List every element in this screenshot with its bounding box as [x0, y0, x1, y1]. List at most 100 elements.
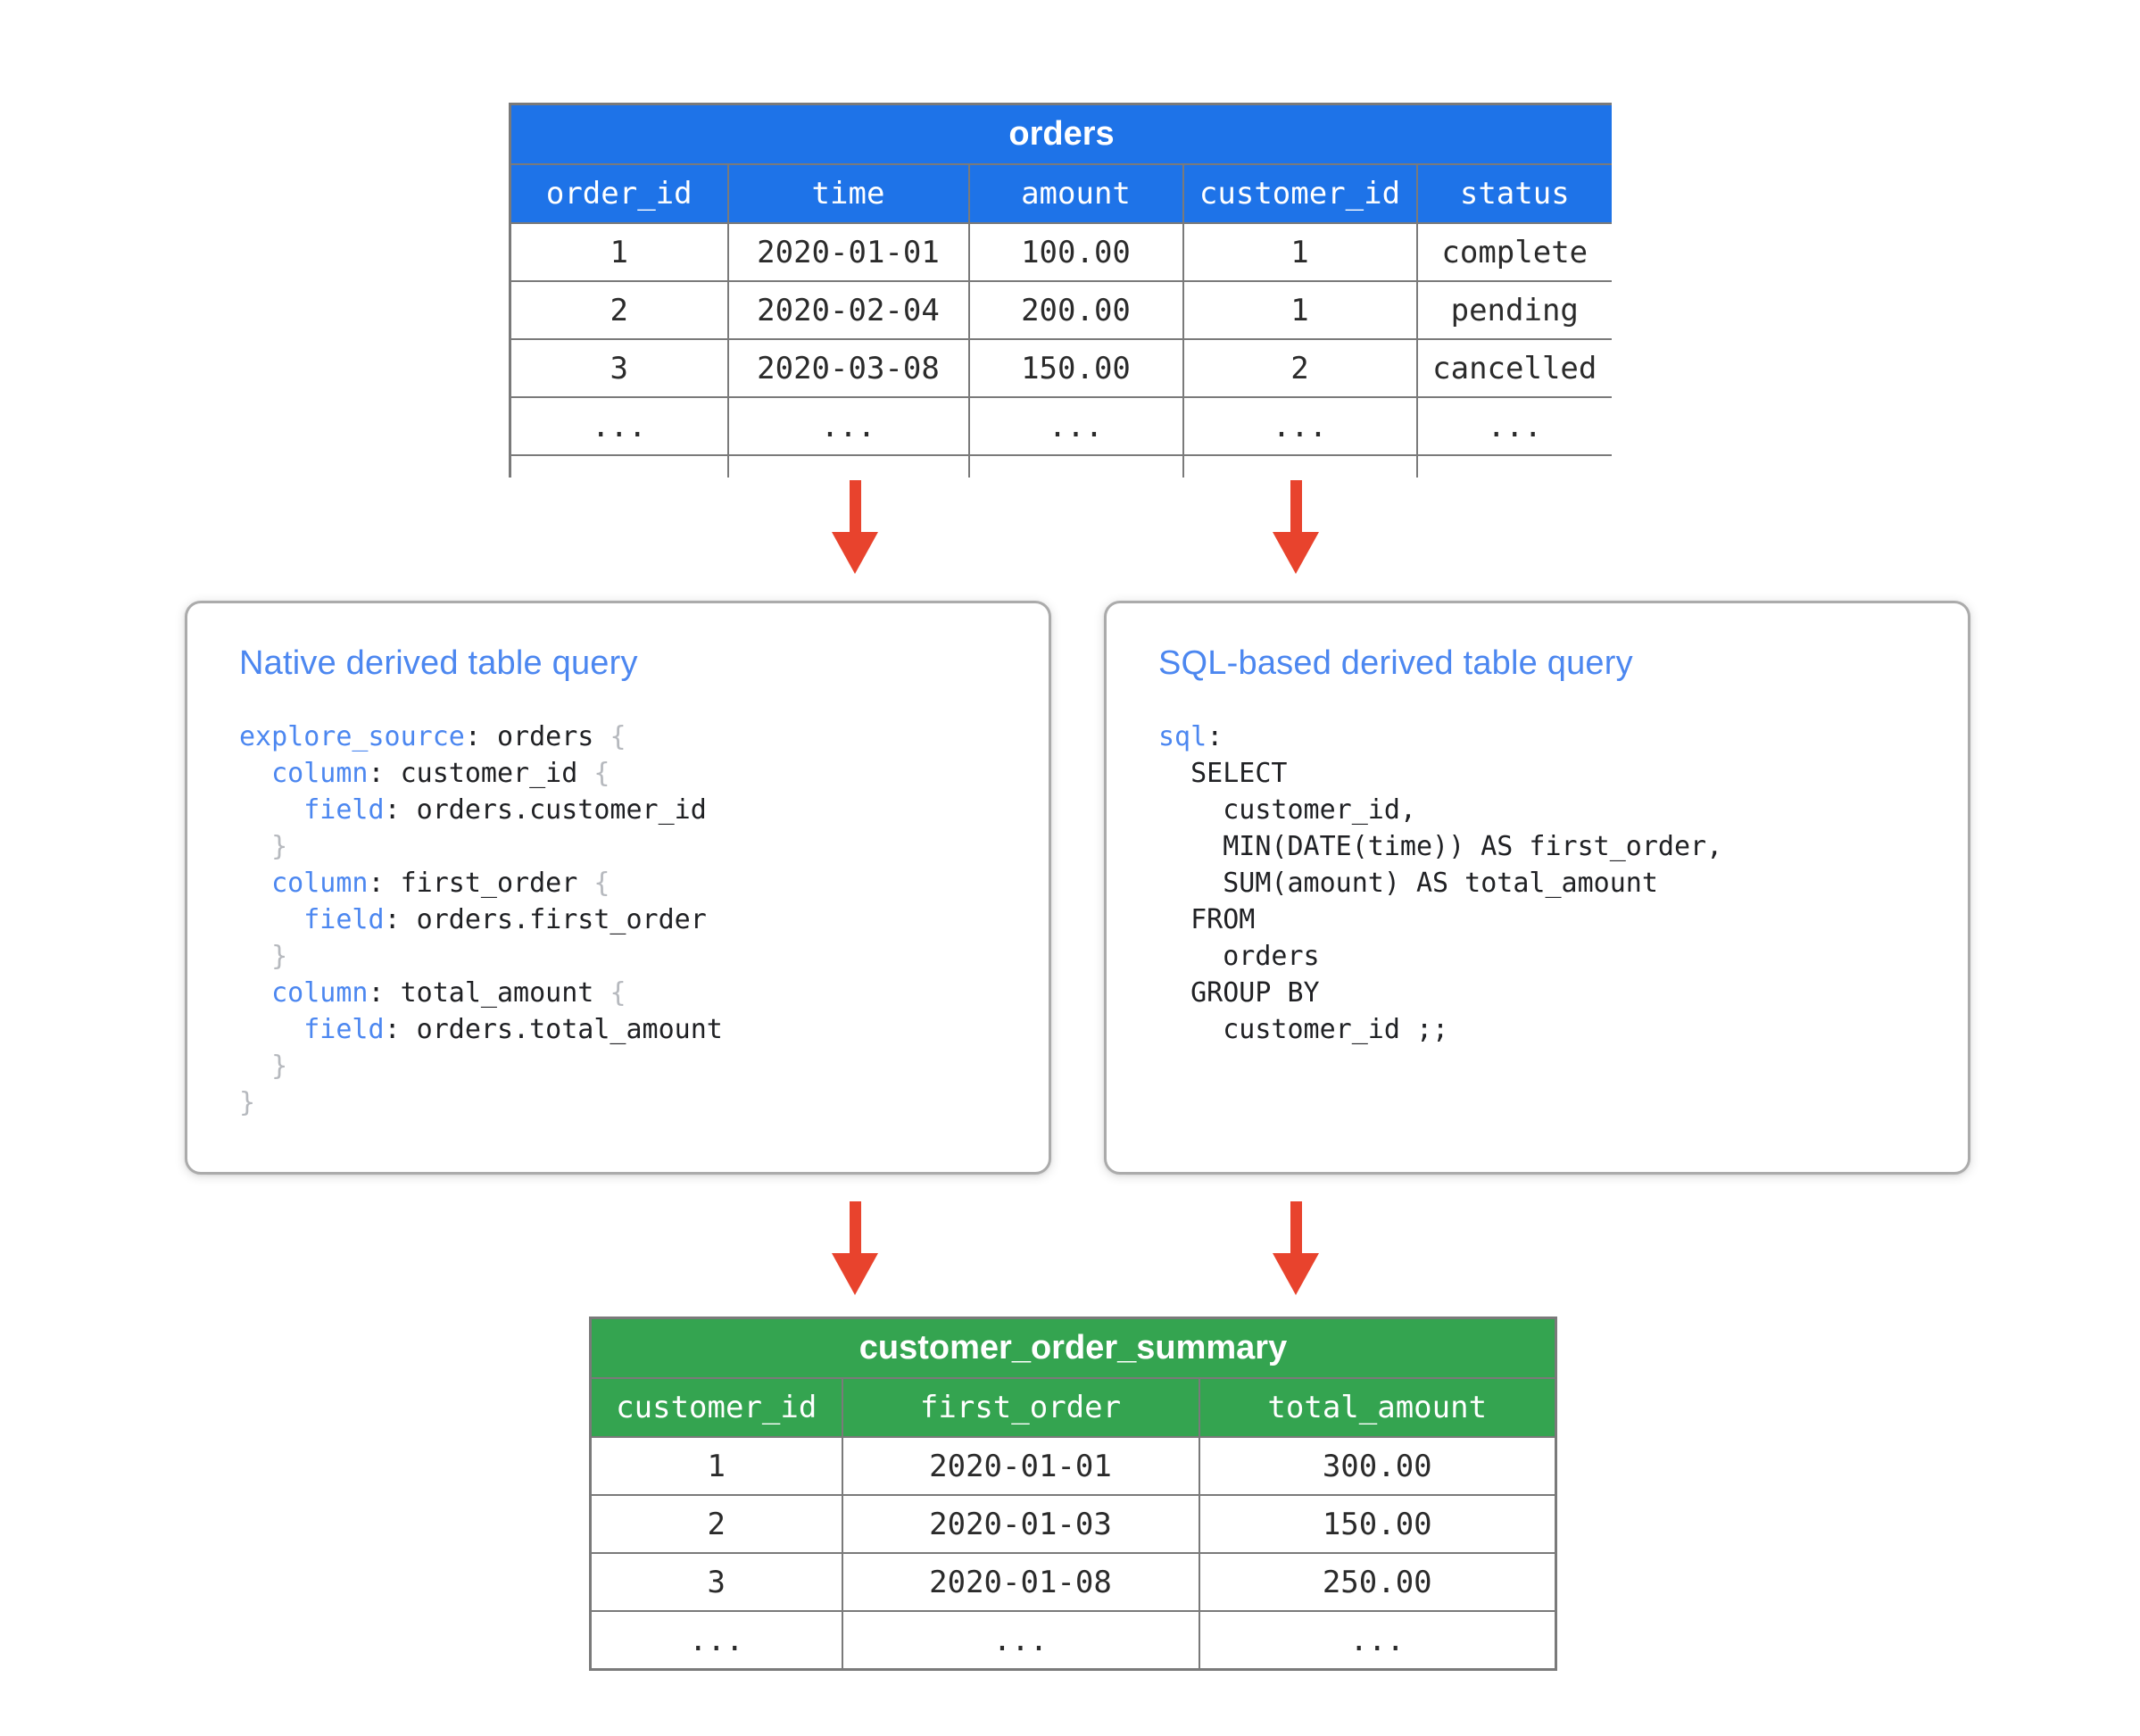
table-cell: ...: [967, 396, 1184, 456]
code-text: }: [239, 831, 288, 862]
sql-derived-table-box: SQL-based derived table query sql: SELEC…: [1104, 601, 1970, 1175]
code-block: explore_source: orders { column: custome…: [239, 718, 1049, 1121]
column-header: first_order: [841, 1377, 1200, 1438]
code-text: [239, 977, 271, 1009]
column-header: time: [726, 163, 970, 224]
code-keyword: column: [271, 758, 369, 789]
code-text: }: [239, 941, 288, 972]
table-row: .........: [589, 1610, 1557, 1671]
native-derived-table-box: Native derived table query explore_sourc…: [185, 601, 1051, 1175]
code-text: : orders.first_order: [384, 904, 707, 935]
code-line: customer_id ;;: [1158, 1011, 1968, 1048]
table-cell: 2020-02-04: [726, 280, 970, 340]
table-cell: 1: [1182, 222, 1418, 282]
code-text: FROM: [1158, 904, 1256, 935]
code-keyword: column: [271, 868, 369, 899]
column-header: amount: [967, 163, 1184, 224]
code-text: {: [610, 721, 626, 752]
table-cell: complete: [1415, 222, 1612, 282]
code-line: column: first_order {: [239, 865, 1049, 901]
code-line: column: total_amount {: [239, 975, 1049, 1011]
arrow-shaft: [849, 1201, 861, 1253]
table-cell: pending: [1415, 280, 1612, 340]
code-line: orders: [1158, 938, 1968, 975]
table-cell: 2020-01-08: [841, 1552, 1200, 1612]
table-title: orders: [509, 103, 1612, 165]
code-text: {: [610, 977, 626, 1009]
code-text: [239, 794, 303, 826]
code-line: FROM: [1158, 901, 1968, 938]
code-text: MIN(DATE(time)) AS first_order,: [1158, 831, 1723, 862]
table-cell: 200.00: [967, 280, 1184, 340]
code-line: sql:: [1158, 718, 1968, 755]
code-keyword: field: [303, 904, 385, 935]
code-text: : customer_id: [368, 758, 594, 789]
table-cell: 2: [1182, 338, 1418, 398]
table-cell: ...: [1198, 1610, 1557, 1671]
table-row: ...............: [509, 396, 1612, 456]
table-title-row: customer_order_summary: [589, 1317, 1557, 1379]
table-cell: [726, 454, 970, 478]
code-text: :: [1207, 721, 1223, 752]
table-cell: ...: [1415, 396, 1612, 456]
code-text: GROUP BY: [1158, 977, 1320, 1009]
table-title-row: orders: [509, 103, 1612, 165]
table-cell: 2020-01-01: [841, 1436, 1200, 1496]
table-cell: 2: [589, 1494, 843, 1554]
code-text: {: [593, 758, 610, 789]
table-title: customer_order_summary: [589, 1317, 1557, 1379]
table-cell: 2020-03-08: [726, 338, 970, 398]
table-cell: [509, 454, 729, 478]
column-header: customer_id: [1182, 163, 1418, 224]
code-line: }: [239, 1084, 1049, 1121]
down-arrow-icon: [832, 1201, 878, 1295]
table-cell: 2020-01-03: [841, 1494, 1200, 1554]
table-cell: 250.00: [1198, 1552, 1557, 1612]
code-text: orders: [1158, 941, 1320, 972]
code-keyword: field: [303, 1014, 385, 1045]
code-keyword: explore_source: [239, 721, 465, 752]
arrow-head: [1273, 1253, 1319, 1295]
code-line: field: orders.first_order: [239, 901, 1049, 938]
code-text: [239, 758, 271, 789]
code-line: SUM(amount) AS total_amount: [1158, 865, 1968, 901]
code-text: customer_id ;;: [1158, 1014, 1449, 1045]
code-text: {: [593, 868, 610, 899]
code-text: SELECT: [1158, 758, 1288, 789]
code-text: [239, 1014, 303, 1045]
table-cell: [1182, 454, 1418, 478]
code-keyword: field: [303, 794, 385, 826]
code-line: column: customer_id {: [239, 755, 1049, 792]
down-arrow-icon: [1273, 1201, 1319, 1295]
table-cell: [1415, 454, 1612, 478]
code-text: : first_order: [368, 868, 594, 899]
code-text: : orders.customer_id: [384, 794, 707, 826]
table-cell: ...: [589, 1610, 843, 1671]
code-keyword: sql: [1158, 721, 1207, 752]
arrow-head: [832, 532, 878, 574]
code-line: SELECT: [1158, 755, 1968, 792]
table-cell: 150.00: [967, 338, 1184, 398]
table-cell: ...: [1182, 396, 1418, 456]
code-line: }: [239, 938, 1049, 975]
table-row-partial: [509, 454, 1612, 478]
code-line: }: [239, 828, 1049, 865]
column-header: total_amount: [1198, 1377, 1557, 1438]
box-title: Native derived table query: [239, 644, 638, 682]
code-text: SUM(amount) AS total_amount: [1158, 868, 1658, 899]
table-cell: 1: [1182, 280, 1418, 340]
column-header: order_id: [509, 163, 729, 224]
code-text: : total_amount: [368, 977, 610, 1009]
down-arrow-icon: [832, 480, 878, 574]
table-cell: [967, 454, 1184, 478]
table-cell: 150.00: [1198, 1494, 1557, 1554]
table-cell: 300.00: [1198, 1436, 1557, 1496]
